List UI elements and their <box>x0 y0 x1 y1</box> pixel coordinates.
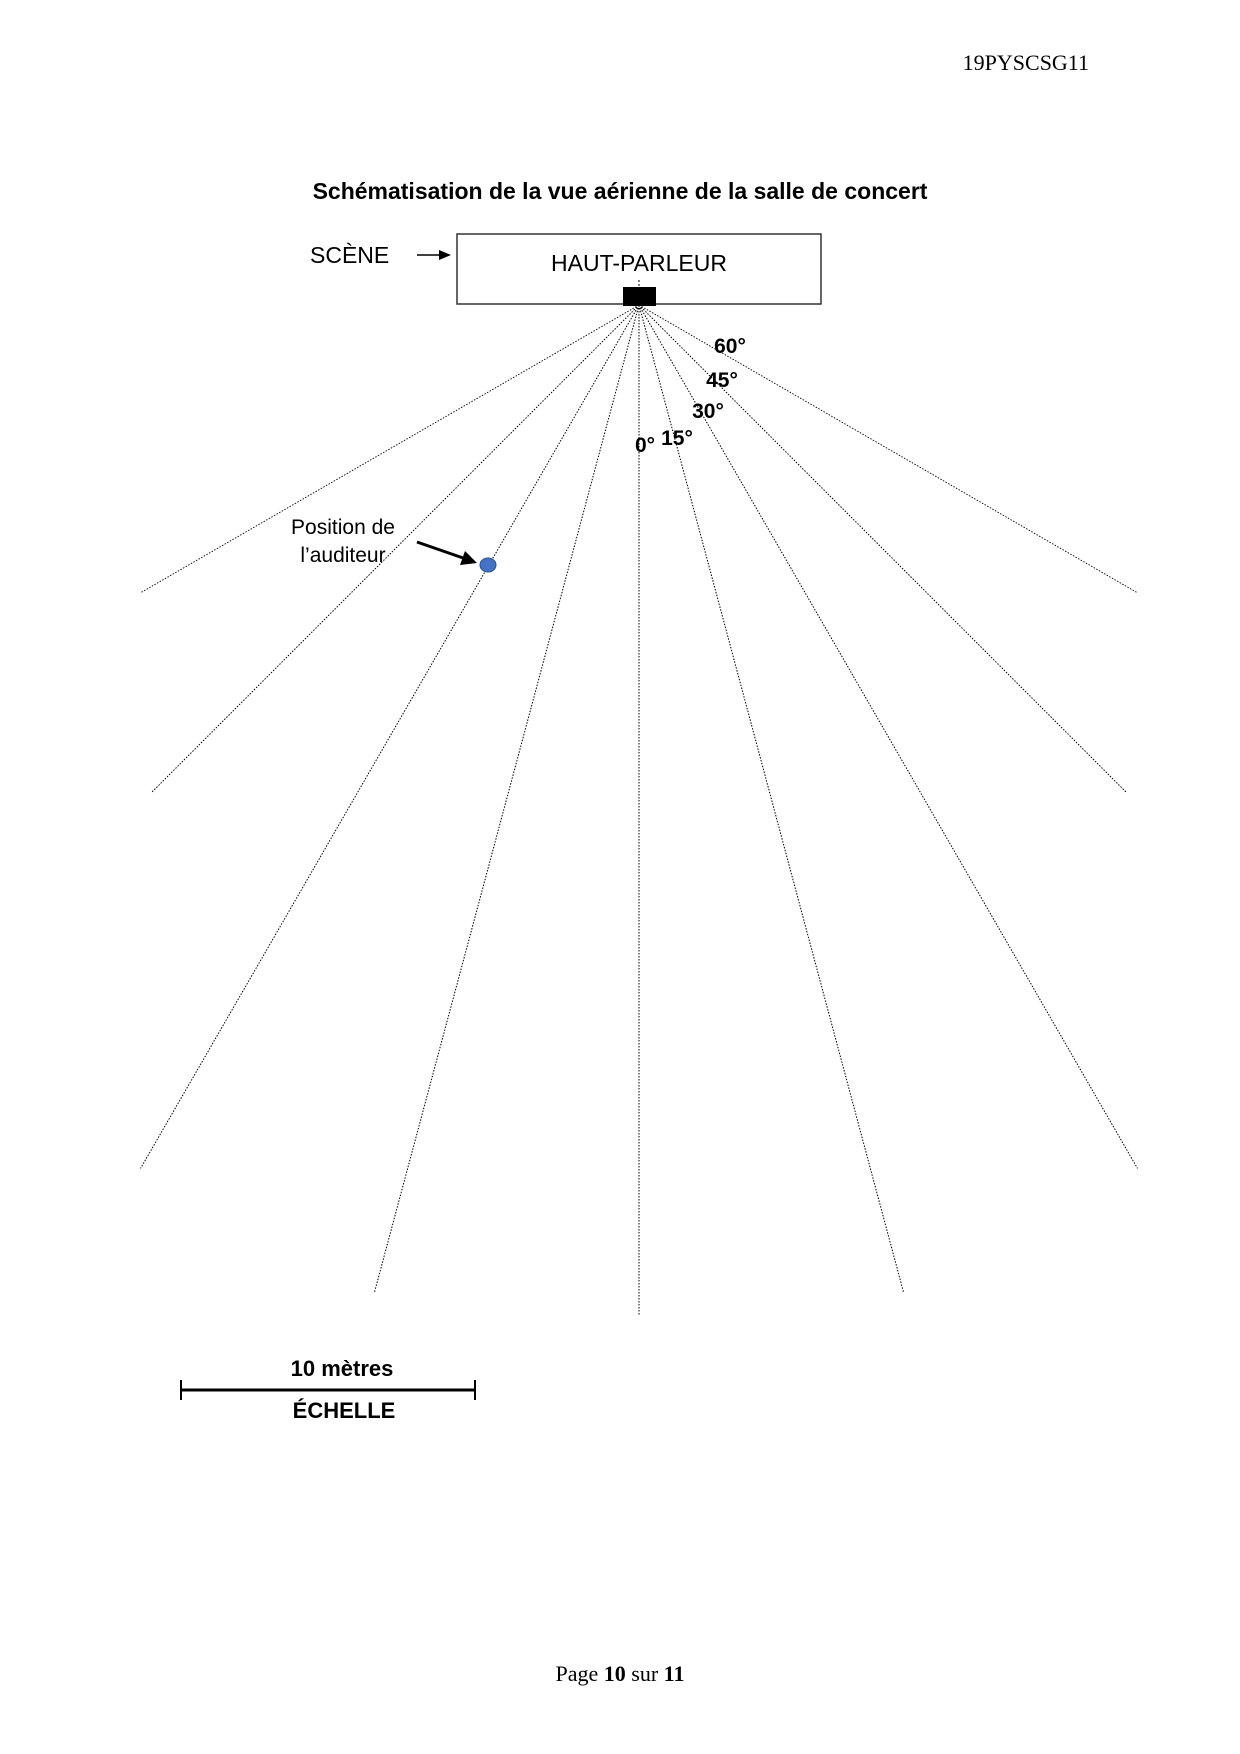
document-code: 19PYSCSG11 <box>963 50 1089 75</box>
angle-label-30: 30° <box>692 400 724 423</box>
scale-caption: ÉCHELLE <box>293 1398 396 1423</box>
listener-label-line1: Position de <box>291 516 395 539</box>
angle-label-60: 60° <box>714 335 746 358</box>
angle-rays <box>140 304 1138 1315</box>
diagram-title: Schématisation de la vue aérienne de la … <box>313 178 928 204</box>
ray-right-45 <box>638 304 1128 794</box>
stage-arrow-icon <box>417 250 451 260</box>
angle-label-0: 0° <box>635 434 655 457</box>
listener-arrow-icon <box>416 540 477 565</box>
scale-bar <box>180 1380 476 1400</box>
ray-left-60 <box>140 304 640 593</box>
ray-left-30 <box>140 304 640 1169</box>
ray-right-30 <box>638 304 1138 1169</box>
page-footer: Page 10 sur 11 <box>556 1661 685 1686</box>
ray-left-45 <box>150 304 640 794</box>
scale-length-label: 10 mètres <box>291 1356 394 1381</box>
speaker-icon <box>623 287 656 306</box>
ray-right-15 <box>638 304 905 1294</box>
listener-position-marker <box>479 557 497 573</box>
angle-label-45: 45° <box>706 369 738 392</box>
speaker-label: HAUT-PARLEUR <box>551 250 727 276</box>
stage-label: SCÈNE <box>310 242 389 268</box>
ray-left-15 <box>373 304 640 1294</box>
angle-label-15: 15° <box>661 427 693 450</box>
listener-label-line2: l’auditeur <box>300 544 385 567</box>
